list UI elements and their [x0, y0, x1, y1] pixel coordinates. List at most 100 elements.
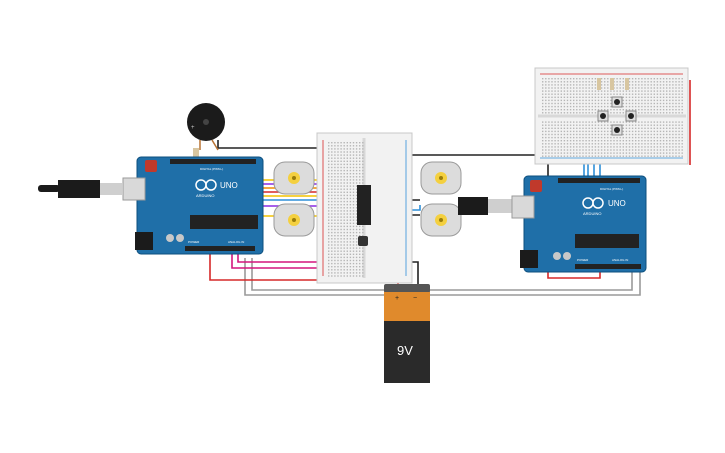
breadboard-hole — [681, 140, 683, 142]
pushbutton-right[interactable] — [625, 110, 637, 122]
arduino-left-header-digital: DIGITAL (PWM~) — [200, 167, 223, 171]
resistor-2[interactable] — [610, 78, 614, 90]
breadboard-hole — [557, 87, 559, 89]
breadboard-hole — [551, 121, 553, 123]
breadboard-hole — [554, 81, 556, 83]
breadboard-hole — [343, 275, 345, 277]
breadboard-hole — [349, 197, 352, 200]
breadboard-hole — [349, 185, 352, 187]
dc-motor-right-top[interactable] — [420, 161, 462, 195]
breadboard-hole — [355, 241, 358, 243]
breadboard-hole — [616, 93, 618, 95]
breadboard-hole — [545, 84, 547, 86]
breadboard-hole — [362, 228, 364, 231]
breadboard-hole — [616, 78, 618, 80]
breadboard-hole — [666, 81, 668, 83]
breadboard-hole — [638, 149, 640, 151]
breadboard-hole — [328, 163, 330, 166]
breadboard-hole — [656, 140, 659, 142]
breadboard-hole — [662, 133, 665, 136]
breadboard-hole — [675, 140, 677, 142]
breadboard-hole — [328, 210, 330, 212]
breadboard-hole — [585, 124, 587, 126]
pushbutton-left[interactable] — [597, 110, 609, 122]
breadboard-hole — [557, 155, 559, 157]
breadboard-hole — [641, 96, 643, 98]
breadboard-hole — [666, 105, 668, 108]
breadboard-hole — [600, 127, 603, 129]
breadboard-hole — [328, 259, 330, 262]
transistor[interactable] — [358, 236, 368, 246]
breadboard-hole — [355, 179, 358, 181]
breadboard-hole — [669, 140, 671, 142]
breadboard-hole — [548, 96, 550, 98]
breadboard-hole — [644, 140, 646, 142]
breadboard-hole — [340, 238, 342, 240]
breadboard-hole — [613, 155, 615, 157]
dc-motor-left-bottom[interactable] — [273, 203, 315, 237]
breadboard-hole — [628, 90, 631, 92]
breadboard-hole — [343, 266, 345, 268]
breadboard-hole — [349, 163, 352, 166]
breadboard-hole — [331, 148, 333, 150]
breadboard-hole — [585, 90, 587, 92]
breadboard-hole — [352, 228, 355, 231]
breadboard-hole — [334, 231, 336, 234]
breadboard-hole — [343, 222, 345, 224]
breadboard-hole — [669, 102, 671, 105]
breadboard-hole — [585, 81, 587, 83]
arduino-left-logo: ARDUINO — [196, 193, 214, 198]
breadboard-hole — [644, 93, 646, 95]
arduino-uno-left[interactable]: UNO ARDUINO DIGITAL (PWM~) POWER ANALOG … — [122, 156, 264, 255]
breadboard-hole — [666, 99, 668, 102]
breadboard-hole — [563, 124, 566, 126]
motor-driver-ic[interactable] — [357, 185, 371, 225]
breadboard-hole — [557, 146, 559, 148]
breadboard-center[interactable] — [316, 132, 413, 284]
breadboard-hole — [600, 121, 603, 123]
arduino-right-logo: ARDUINO — [583, 211, 601, 216]
breadboard-hole — [631, 124, 634, 126]
breadboard-hole — [604, 149, 606, 151]
breadboard-hole — [545, 133, 547, 136]
breadboard-top-right[interactable] — [534, 67, 689, 165]
breadboard-hole — [566, 149, 569, 151]
breadboard-hole — [604, 99, 606, 102]
resistor-1[interactable] — [597, 78, 601, 90]
breadboard-hole — [669, 124, 671, 126]
piezo-buzzer[interactable]: + — [187, 103, 225, 158]
breadboard-hole — [582, 149, 584, 151]
breadboard-hole — [560, 96, 562, 98]
breadboard-hole — [616, 143, 618, 145]
breadboard-hole — [551, 127, 553, 129]
battery-9v[interactable]: + − 9V — [384, 284, 430, 383]
breadboard-hole — [647, 84, 649, 86]
breadboard-hole — [346, 148, 348, 150]
dc-motor-left-top[interactable] — [273, 161, 315, 195]
breadboard-hole — [588, 143, 590, 145]
breadboard-hole — [600, 93, 603, 95]
resistor-3[interactable] — [625, 78, 629, 90]
breadboard-hole — [334, 157, 336, 159]
breadboard-hole — [628, 109, 631, 111]
breadboard-hole — [650, 143, 652, 145]
breadboard-hole — [666, 136, 668, 139]
pushbutton-up[interactable] — [611, 96, 623, 108]
dc-motor-right-bottom[interactable] — [420, 203, 462, 237]
breadboard-hole — [355, 191, 358, 193]
breadboard-hole — [573, 149, 575, 151]
breadboard-hole — [647, 136, 649, 139]
breadboard-hole — [340, 244, 342, 246]
arduino-uno-right[interactable]: UNO ARDUINO DIGITAL (PWM~) POWER ANALOG … — [511, 175, 647, 273]
breadboard-hole — [591, 133, 593, 136]
breadboard-hole — [352, 194, 355, 197]
breadboard-hole — [349, 269, 352, 271]
wire-black-battery — [410, 261, 419, 290]
pushbutton-down[interactable] — [611, 124, 623, 136]
breadboard-hole — [337, 247, 339, 249]
battery-label: 9V — [397, 343, 413, 358]
breadboard-hole — [613, 146, 615, 148]
breadboard-hole — [638, 102, 640, 105]
breadboard-hole — [659, 124, 662, 126]
breadboard-hole — [340, 235, 342, 237]
